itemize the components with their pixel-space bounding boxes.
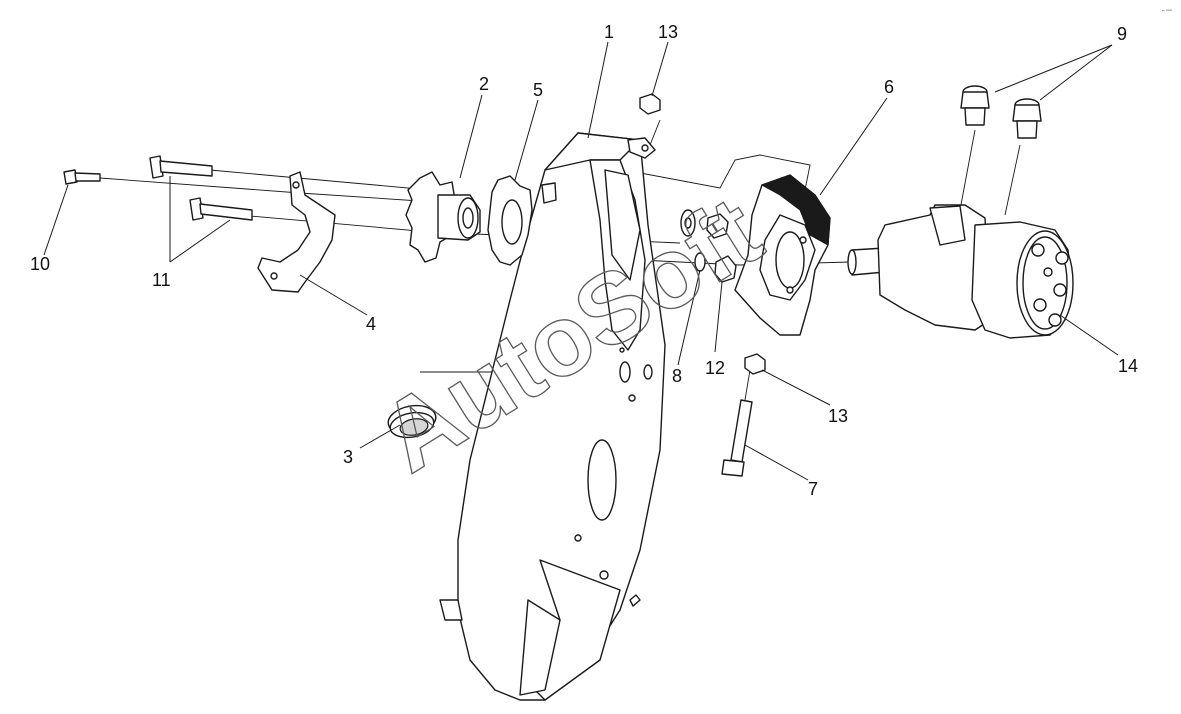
long-bolt-part-7 <box>721 399 753 477</box>
callout-12: 12 <box>705 358 725 378</box>
washers-and-nuts-parts-8-12 <box>680 209 737 283</box>
callout-numbers: 1 13 2 5 6 9 10 11 4 3 8 12 13 7 14 <box>30 22 1138 499</box>
housing-plate-part-1 <box>439 132 666 701</box>
adapter-flange-part-6 <box>734 174 831 336</box>
corner-mark: ⌐ ⁿⁿⁿ <box>1162 8 1172 14</box>
callout-11: 11 <box>152 270 171 290</box>
callout-14: 14 <box>1118 356 1138 376</box>
spacer-disk-part-5 <box>487 175 533 266</box>
callout-6: 6 <box>884 77 894 97</box>
nuts-part-13 <box>639 93 766 375</box>
callout-8: 8 <box>672 366 682 386</box>
callout-4: 4 <box>366 314 376 334</box>
callout-10: 10 <box>30 254 50 274</box>
sprocket-part-2 <box>405 171 481 263</box>
leader-lines <box>43 41 1119 481</box>
callout-3: 3 <box>343 447 353 467</box>
bracket-part-4 <box>257 171 336 293</box>
fittings-part-9 <box>960 85 1042 139</box>
callout-13-bottom: 13 <box>828 406 848 426</box>
plug-part-3 <box>387 404 437 439</box>
bolts-part-11 <box>149 155 253 221</box>
callout-7: 7 <box>808 479 818 499</box>
callout-5: 5 <box>533 80 543 100</box>
bolt-part-10 <box>63 169 101 185</box>
callout-9: 9 <box>1117 24 1127 44</box>
callout-2: 2 <box>479 74 489 94</box>
hydraulic-motor-part-14 <box>847 204 1074 339</box>
callout-1: 1 <box>604 22 614 42</box>
callout-13-top: 13 <box>658 22 678 42</box>
